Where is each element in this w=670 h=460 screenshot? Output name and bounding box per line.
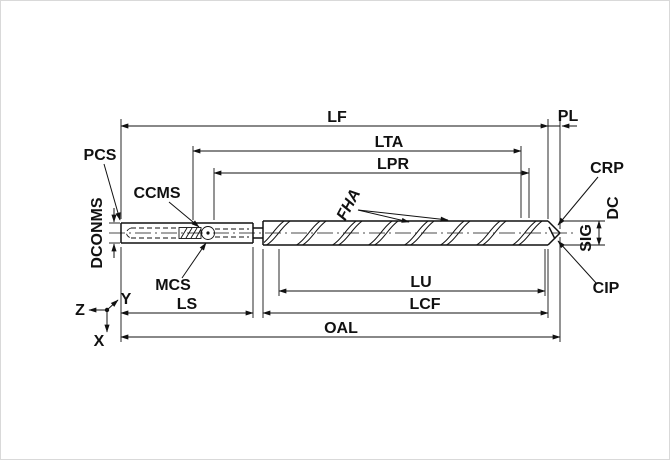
leader-pcs (103, 163, 121, 221)
dim-label-crp: CRP (590, 160, 624, 177)
dim-label-lta: LTA (375, 134, 404, 151)
axis-y-label: Y (121, 291, 132, 308)
clamp-screw-center (206, 231, 210, 235)
drill-tip (547, 220, 561, 234)
leader-ccms (168, 201, 200, 228)
dim-label-oal: OAL (324, 320, 358, 337)
dim-label-pl: PL (558, 108, 579, 125)
leader-fha-2 (357, 209, 449, 222)
axis-x-label: X (94, 333, 105, 350)
flute-helix-lines (264, 221, 544, 245)
extension-lines (109, 119, 605, 342)
dim-label-lpr: LPR (377, 156, 409, 173)
dim-label-sig: SIG (578, 224, 595, 252)
dim-label-fha: FHA (334, 186, 364, 223)
axis-z-label: Z (75, 302, 85, 319)
dim-label-lf: LF (327, 109, 347, 126)
coordinate-axes: Z Y X (75, 291, 132, 350)
leader-fha-1 (357, 209, 410, 223)
leader-crp (557, 176, 599, 226)
dim-label-lcf: LCF (409, 296, 440, 313)
dim-label-dc: DC (605, 196, 622, 220)
clamp-screw-body (178, 227, 202, 239)
leader-lines (103, 163, 599, 285)
dim-label-cip: CIP (593, 280, 620, 297)
dim-label-lu: LU (410, 274, 431, 291)
dim-label-ls: LS (177, 296, 198, 313)
axis-y-arrow (106, 299, 119, 311)
dim-label-pcs: PCS (84, 147, 117, 164)
clamp-internal-detail (126, 226, 249, 240)
dim-label-ccms: CCMS (133, 185, 180, 202)
dimension-lines (111, 123, 602, 340)
leader-mcs (181, 242, 207, 279)
clamp-screw-circle (201, 226, 215, 240)
dim-label-mcs: MCS (155, 277, 191, 294)
leader-cip (557, 240, 598, 285)
dim-label-dconms: DCONMS (89, 197, 106, 268)
